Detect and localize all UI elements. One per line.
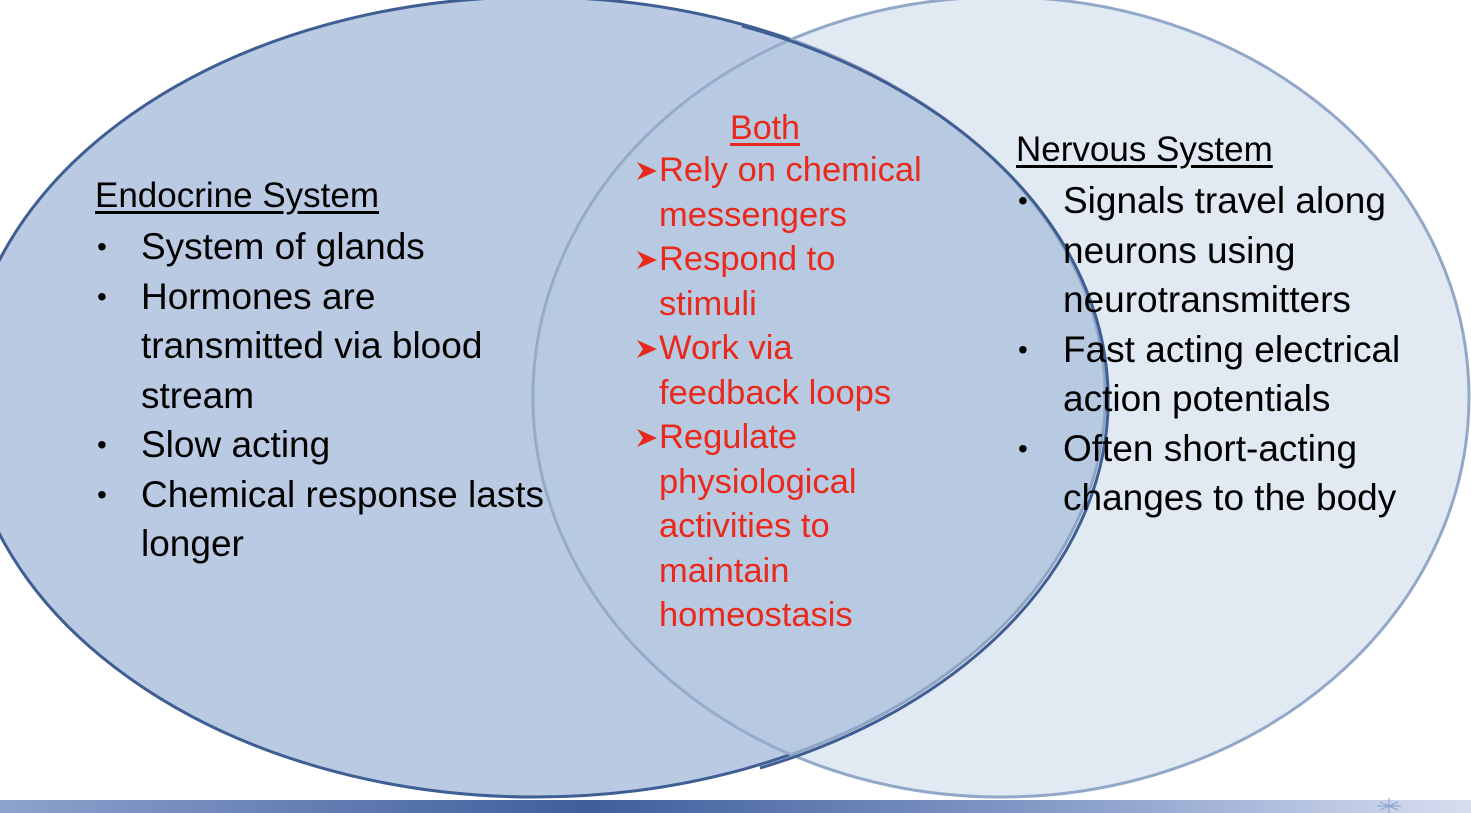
- nervous-section: Nervous System Signals travel along neur…: [1016, 130, 1436, 523]
- list-item-text: Rely on chemical messengers: [659, 151, 922, 234]
- list-item: Regulate physiological activities to mai…: [635, 415, 935, 638]
- list-item: Chemical response lasts longer: [95, 470, 545, 569]
- list-item: Signals travel along neurons using neuro…: [1016, 176, 1436, 325]
- both-section: Both Rely on chemical messengers Respond…: [635, 108, 935, 638]
- arrow-bullet-icon: [637, 429, 657, 447]
- list-item: Rely on chemical messengers: [635, 148, 935, 237]
- list-item: Work via feedback loops: [635, 326, 935, 415]
- arrow-bullet-icon: [637, 340, 657, 358]
- list-item-text: Respond to stimuli: [659, 240, 836, 323]
- nervous-list: Signals travel along neurons using neuro…: [1016, 176, 1436, 523]
- endocrine-section: Endocrine System System of glands Hormon…: [95, 176, 545, 569]
- both-list: Rely on chemical messengers Respond to s…: [635, 148, 935, 638]
- list-item: Hormones are transmitted via blood strea…: [95, 272, 545, 421]
- endocrine-title: Endocrine System: [95, 176, 380, 215]
- list-item: Often short-acting changes to the body: [1016, 424, 1436, 523]
- sparkle-icon: [1377, 798, 1401, 813]
- overlap-region: [533, 0, 1105, 797]
- arrow-bullet-icon: [637, 251, 657, 269]
- list-item-text: Work via feedback loops: [659, 329, 892, 412]
- list-item: Fast acting electrical action potentials: [1016, 325, 1436, 424]
- arrow-bullet-icon: [637, 162, 657, 180]
- list-item: System of glands: [95, 222, 545, 272]
- list-item-text: Regulate physiological activities to mai…: [659, 418, 857, 634]
- list-item: Respond to stimuli: [635, 237, 935, 326]
- endocrine-list: System of glands Hormones are transmitte…: [95, 222, 545, 569]
- list-item: Slow acting: [95, 420, 545, 470]
- slide-bottom-band: [0, 800, 1471, 813]
- both-title: Both: [730, 109, 800, 147]
- nervous-title: Nervous System: [1016, 130, 1273, 169]
